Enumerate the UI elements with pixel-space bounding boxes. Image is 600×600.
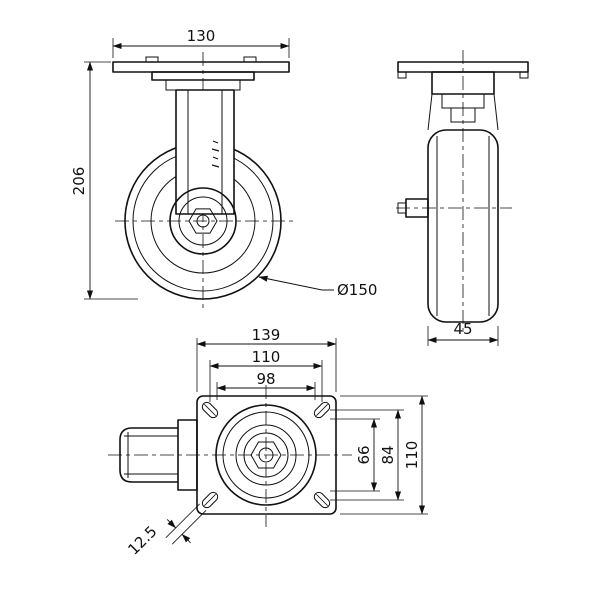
- plate-centerlines: [108, 385, 352, 527]
- plate-outline: [196, 395, 337, 515]
- brand-mark: [211, 140, 220, 168]
- axle-center-hole: [196, 214, 210, 228]
- dim-bolt-spacing-length: 110: [209, 348, 323, 402]
- kingpin-nut: [450, 107, 476, 123]
- plate-flange-right: [519, 71, 529, 79]
- kingpin-center-hole: [258, 447, 274, 463]
- dim-bolt-spacing-inner-width: 66: [330, 418, 380, 492]
- slot-width-label: 12.5: [124, 522, 160, 558]
- bolt-spacing-length-label: 110: [252, 348, 281, 366]
- bearing-outer-circle: [215, 404, 317, 506]
- top-plate-front: [112, 61, 290, 73]
- wheel-side-outline: [427, 129, 499, 323]
- side-view: 45: [396, 50, 529, 346]
- bearing-race-circle: [222, 411, 310, 499]
- bolt-spacing-width-label: 84: [379, 445, 397, 464]
- slot-hole-top-left: [201, 401, 219, 419]
- dim-plate-width: 110: [340, 395, 428, 515]
- plate-width-label: 110: [403, 441, 421, 470]
- wheel-diameter-label: Ø150: [337, 281, 377, 299]
- plate-view: 139 110 98 66 84: [108, 326, 428, 559]
- fork-column: [175, 89, 235, 215]
- fork-leg-left-side: [427, 93, 433, 131]
- wheel-width-label: 45: [453, 320, 472, 338]
- swivel-bearing-top: [215, 404, 317, 506]
- wheel-top-outline: [119, 427, 178, 483]
- dim-front-width-label: 130: [187, 27, 216, 45]
- dim-wheel-width: 45: [427, 320, 499, 346]
- side-centerlines: [396, 50, 512, 336]
- fork-front: [175, 89, 235, 215]
- plate-bolt-left: [145, 56, 159, 63]
- plate-length-label: 139: [252, 326, 281, 344]
- mounting-plate-front: [112, 56, 290, 91]
- axle-bolt-tip: [397, 202, 407, 214]
- plate-bolt-right: [243, 56, 257, 63]
- fork-leg-right-side: [493, 93, 499, 131]
- dim-front-height-label: 206: [70, 167, 88, 196]
- slot-hole-top-right: [313, 401, 331, 419]
- dim-front-height: 206: [70, 61, 138, 300]
- bolt-spacing-inner-width-label: 66: [355, 445, 373, 464]
- front-view: 130 206 Ø150: [70, 27, 377, 312]
- slot-hole-bottom-right: [313, 491, 331, 509]
- mounting-plate-top: [196, 395, 337, 515]
- axle-hex-nut: [188, 208, 218, 234]
- kingpin-hex-nut: [250, 441, 282, 469]
- hub-outer-circle: [169, 187, 237, 255]
- dim-wheel-diameter: Ø150: [258, 275, 377, 299]
- dim-slot-width: 12.5: [124, 503, 207, 559]
- hub-inner-circle: [178, 196, 228, 246]
- kingpin-boss-circle: [243, 432, 289, 478]
- bolt-spacing-inner-length-label: 98: [256, 370, 275, 388]
- wheel-side: [397, 129, 499, 323]
- dim-plate-length: 139: [196, 326, 337, 392]
- plate-flange-left: [397, 71, 407, 79]
- slot-hole-bottom-left: [201, 491, 219, 509]
- bearing-boss-circle: [235, 424, 297, 486]
- mounting-plate-side: [397, 61, 529, 131]
- hub-front: [169, 187, 237, 255]
- wheel-top: [119, 419, 198, 491]
- dim-bolt-spacing-inner-length: 98: [216, 370, 316, 400]
- dim-bolt-spacing-width: 84: [330, 409, 404, 501]
- dim-front-width: 130: [112, 27, 290, 58]
